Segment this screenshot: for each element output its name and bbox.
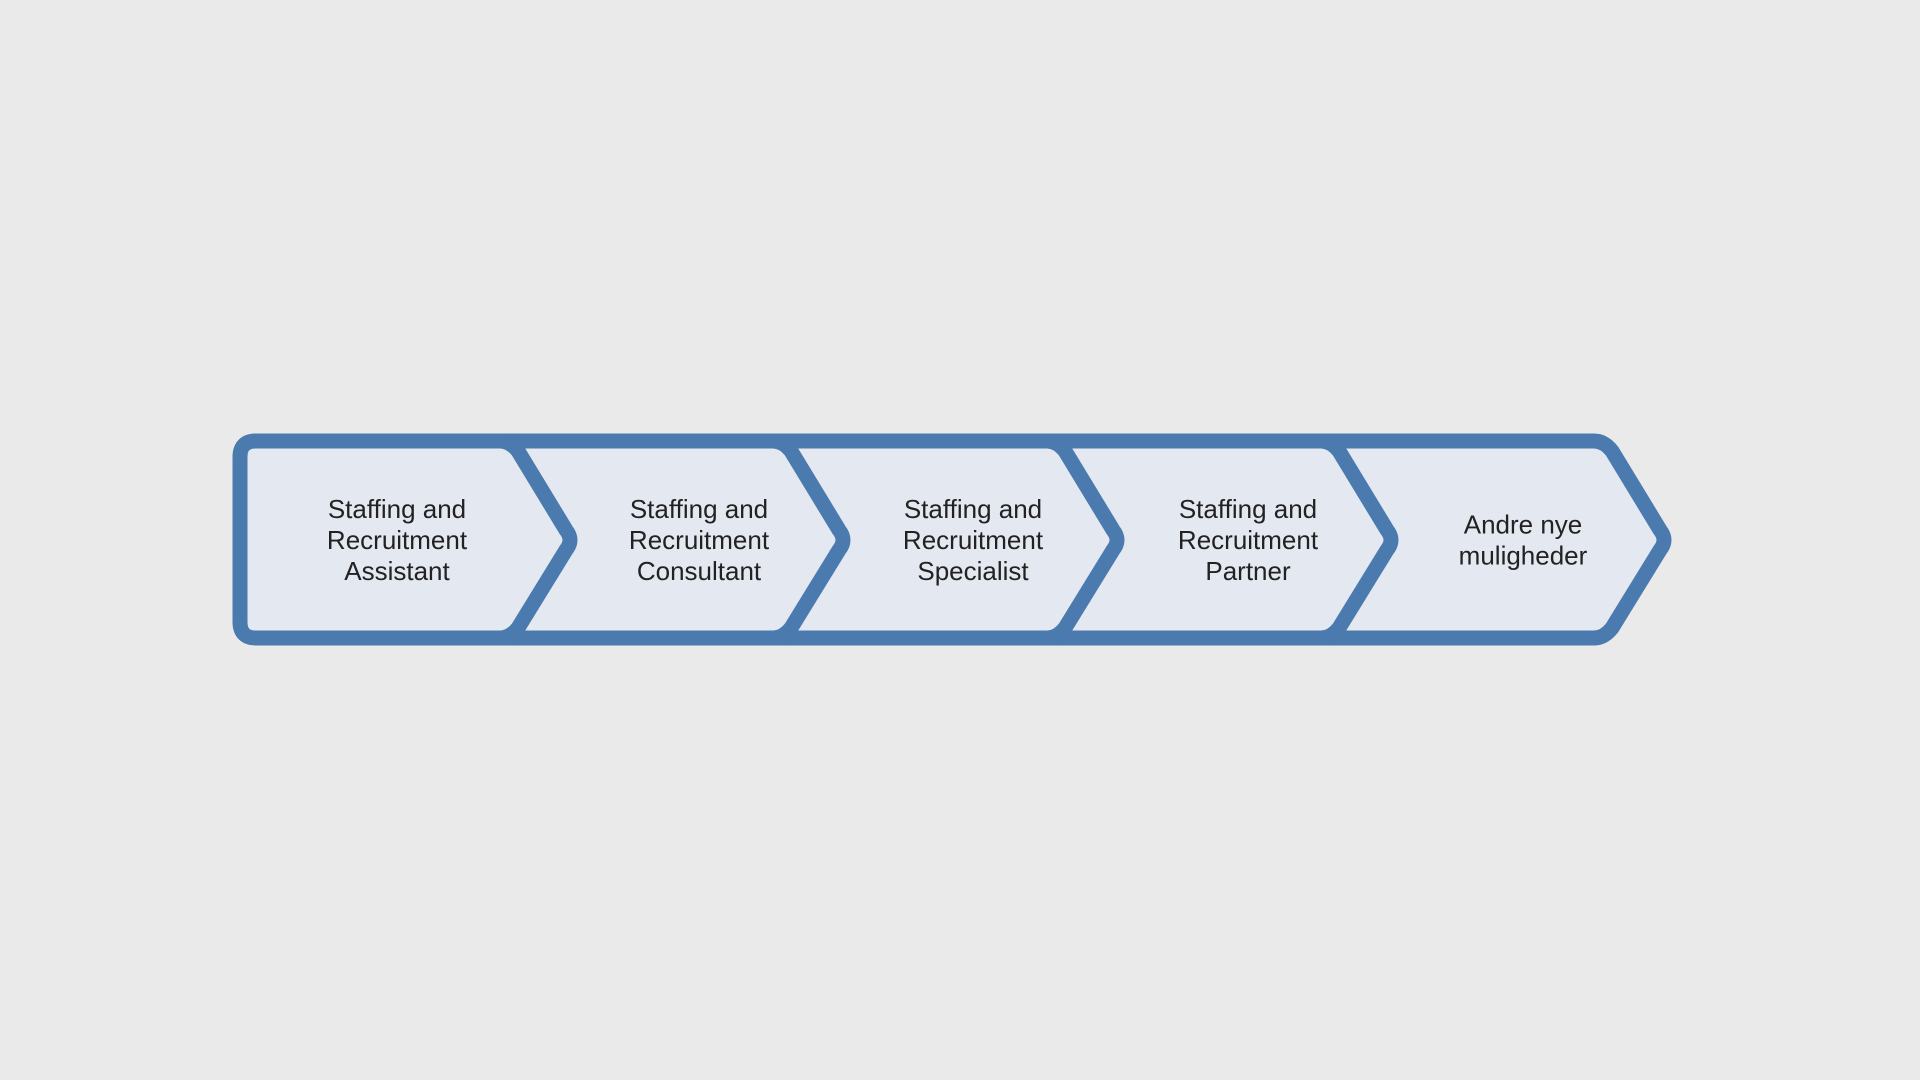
- step-label-line: Consultant: [637, 556, 762, 586]
- step-label-line: Staffing and: [630, 494, 768, 524]
- step-label-line: Recruitment: [1178, 525, 1319, 555]
- chevron-step-1: [232, 433, 578, 646]
- step-label-line: Recruitment: [903, 525, 1044, 555]
- chevron-step-2: [482, 433, 851, 646]
- step-label-line: Specialist: [917, 556, 1029, 586]
- chevron-step-3: [755, 433, 1125, 646]
- step-label-line: Staffing and: [1179, 494, 1317, 524]
- step-label-line: muligheder: [1459, 541, 1588, 571]
- step-label-line: Andre nye: [1464, 510, 1583, 540]
- chevron-step-5: [1303, 433, 1672, 646]
- chevron-step-4: [1029, 433, 1399, 646]
- step-label-line: Partner: [1205, 556, 1291, 586]
- step-label-line: Assistant: [344, 556, 450, 586]
- step-label-line: Recruitment: [327, 525, 468, 555]
- step-label-line: Recruitment: [629, 525, 770, 555]
- step-label-line: Staffing and: [904, 494, 1042, 524]
- step-label-line: Staffing and: [328, 494, 466, 524]
